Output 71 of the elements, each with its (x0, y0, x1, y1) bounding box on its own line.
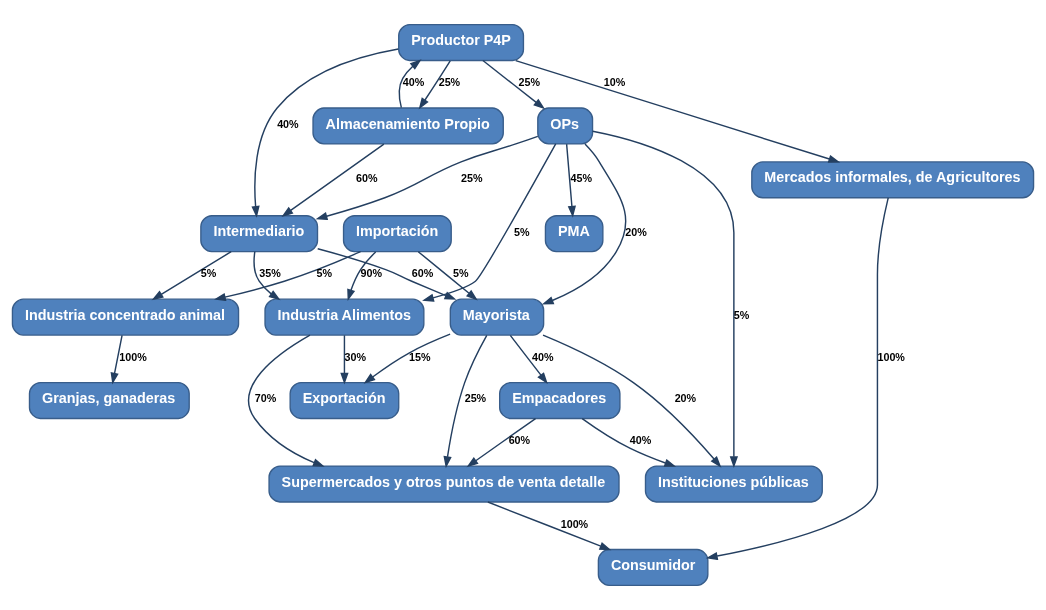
arrow (110, 334, 123, 385)
arrow (363, 333, 451, 384)
edge-label: 20% (674, 392, 697, 405)
edge-label: 100% (119, 350, 147, 363)
edge-label: 40% (629, 434, 652, 447)
edge-label: 5% (200, 267, 217, 280)
node-box: Intermediario (200, 215, 319, 253)
arrow (317, 248, 457, 300)
edge-label: 5% (316, 267, 333, 280)
edge-label: 60% (508, 434, 531, 447)
edge-label: 30% (344, 350, 366, 363)
edge-label: 60% (356, 171, 378, 184)
node-box: Exportación (289, 381, 400, 420)
edge-label: 90% (360, 267, 383, 280)
arrow (251, 48, 400, 218)
arrow (417, 250, 478, 301)
arrow (281, 143, 385, 217)
arrow (151, 250, 232, 301)
arrow (398, 59, 422, 109)
arrow (247, 334, 325, 467)
arrow (213, 250, 362, 302)
node-box: Industria Alimentos (264, 298, 425, 336)
edge-label: 40% (277, 117, 299, 130)
arrow (443, 334, 488, 469)
arrow (315, 135, 539, 221)
edge-label: 40% (402, 76, 425, 89)
node-box: Supermercados y otros puntos de venta detalle (268, 465, 620, 503)
edge-label: 25% (464, 392, 487, 405)
node-box: Mercados informales, de Agricultores (751, 161, 1035, 199)
arrow (253, 250, 281, 301)
edge-label: 25% (461, 171, 483, 184)
edge-label: 15% (409, 350, 431, 363)
arrow (581, 417, 677, 467)
node-box: Almacenamiento Propio (312, 107, 504, 145)
arrow (340, 334, 349, 385)
edge-label: 35% (259, 267, 281, 280)
arrow (482, 59, 546, 110)
arrow (565, 143, 576, 218)
arrow (515, 59, 841, 163)
node-box: Importación (342, 215, 452, 253)
arrow (347, 251, 377, 301)
arrow (466, 417, 537, 468)
edge-label: 10% (603, 76, 626, 89)
node-box: Productor P4P (398, 23, 525, 62)
edge-label: 70% (254, 392, 277, 405)
arrow (591, 130, 739, 469)
node-box: Consumidor (597, 548, 709, 587)
edge-label: 60% (411, 267, 434, 280)
arrow (705, 197, 889, 561)
edge-label: 40% (531, 350, 554, 363)
node-box: Granjas, ganaderas (28, 381, 190, 420)
arrow (542, 334, 722, 468)
node-box: Industria concentrado animal (11, 298, 240, 336)
node-box: Instituciones públicas (644, 465, 823, 503)
edge-label: 25% (438, 76, 461, 89)
edge-label: 100% (560, 517, 589, 530)
edge-label: 45% (570, 171, 593, 184)
edge-label: 20% (625, 225, 647, 238)
node-box: OPs (537, 107, 594, 145)
arrow (509, 334, 548, 385)
arrow (487, 501, 612, 551)
node-box: Empacadores (499, 381, 621, 420)
arrow (418, 60, 451, 110)
node-box: Mayorista (449, 298, 545, 336)
edge-label: 100% (877, 350, 905, 363)
edge-label: 5% (453, 267, 469, 280)
edge-label: 25% (518, 76, 541, 89)
node-box: PMA (544, 215, 604, 253)
arrow (422, 143, 557, 302)
edge-label: 5% (733, 309, 750, 321)
edge-label: 5% (514, 225, 530, 238)
